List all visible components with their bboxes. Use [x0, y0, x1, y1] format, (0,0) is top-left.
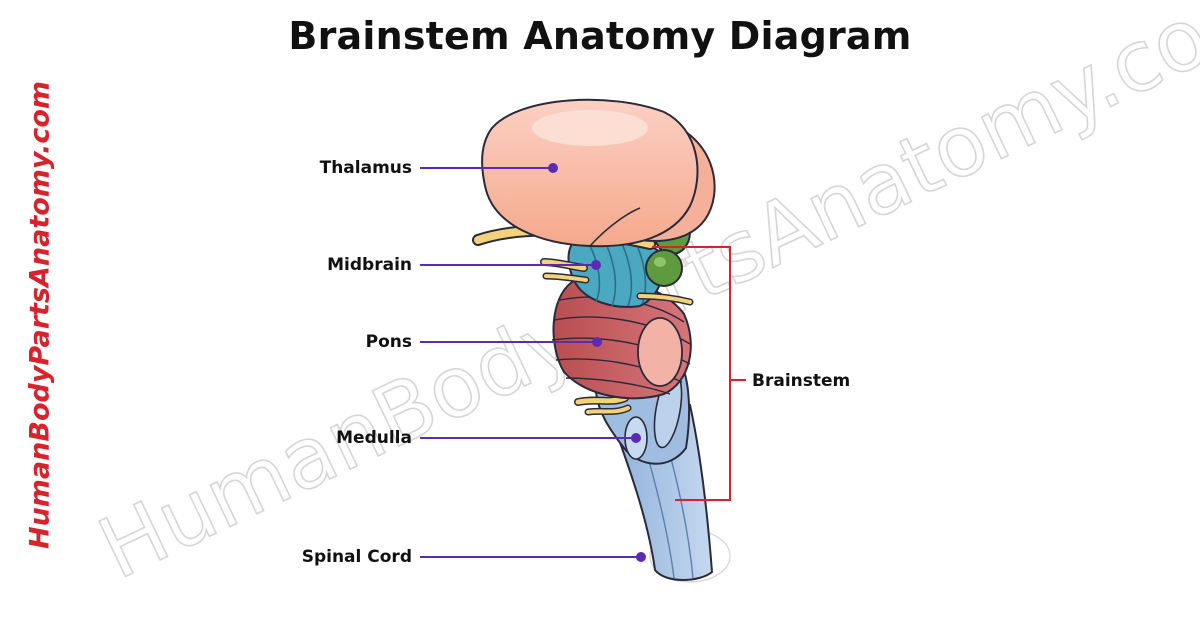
spinal-cord-label: Spinal Cord [301, 547, 412, 567]
thalamus-shape [481, 98, 716, 248]
midbrain-label: Midbrain [327, 255, 412, 275]
pons-label: Pons [365, 332, 412, 352]
page-title: Brainstem Anatomy Diagram [288, 14, 912, 58]
thalamus-label: Thalamus [319, 158, 412, 178]
medulla-pointer-dot [631, 433, 641, 443]
brainstem-bracket [652, 246, 746, 501]
spinal-cord-pointer-dot [636, 552, 646, 562]
leader-lines [420, 163, 646, 562]
pons-pointer-dot [592, 337, 602, 347]
medulla-nerves [574, 394, 632, 416]
side-brand-text: HumanBodyPartsAnatomy.com [24, 80, 56, 550]
thalamus-pointer-dot [548, 163, 558, 173]
midbrain-pointer-dot [591, 260, 601, 270]
medulla-label: Medulla [336, 428, 412, 448]
brainstem-label: Brainstem [752, 371, 851, 391]
